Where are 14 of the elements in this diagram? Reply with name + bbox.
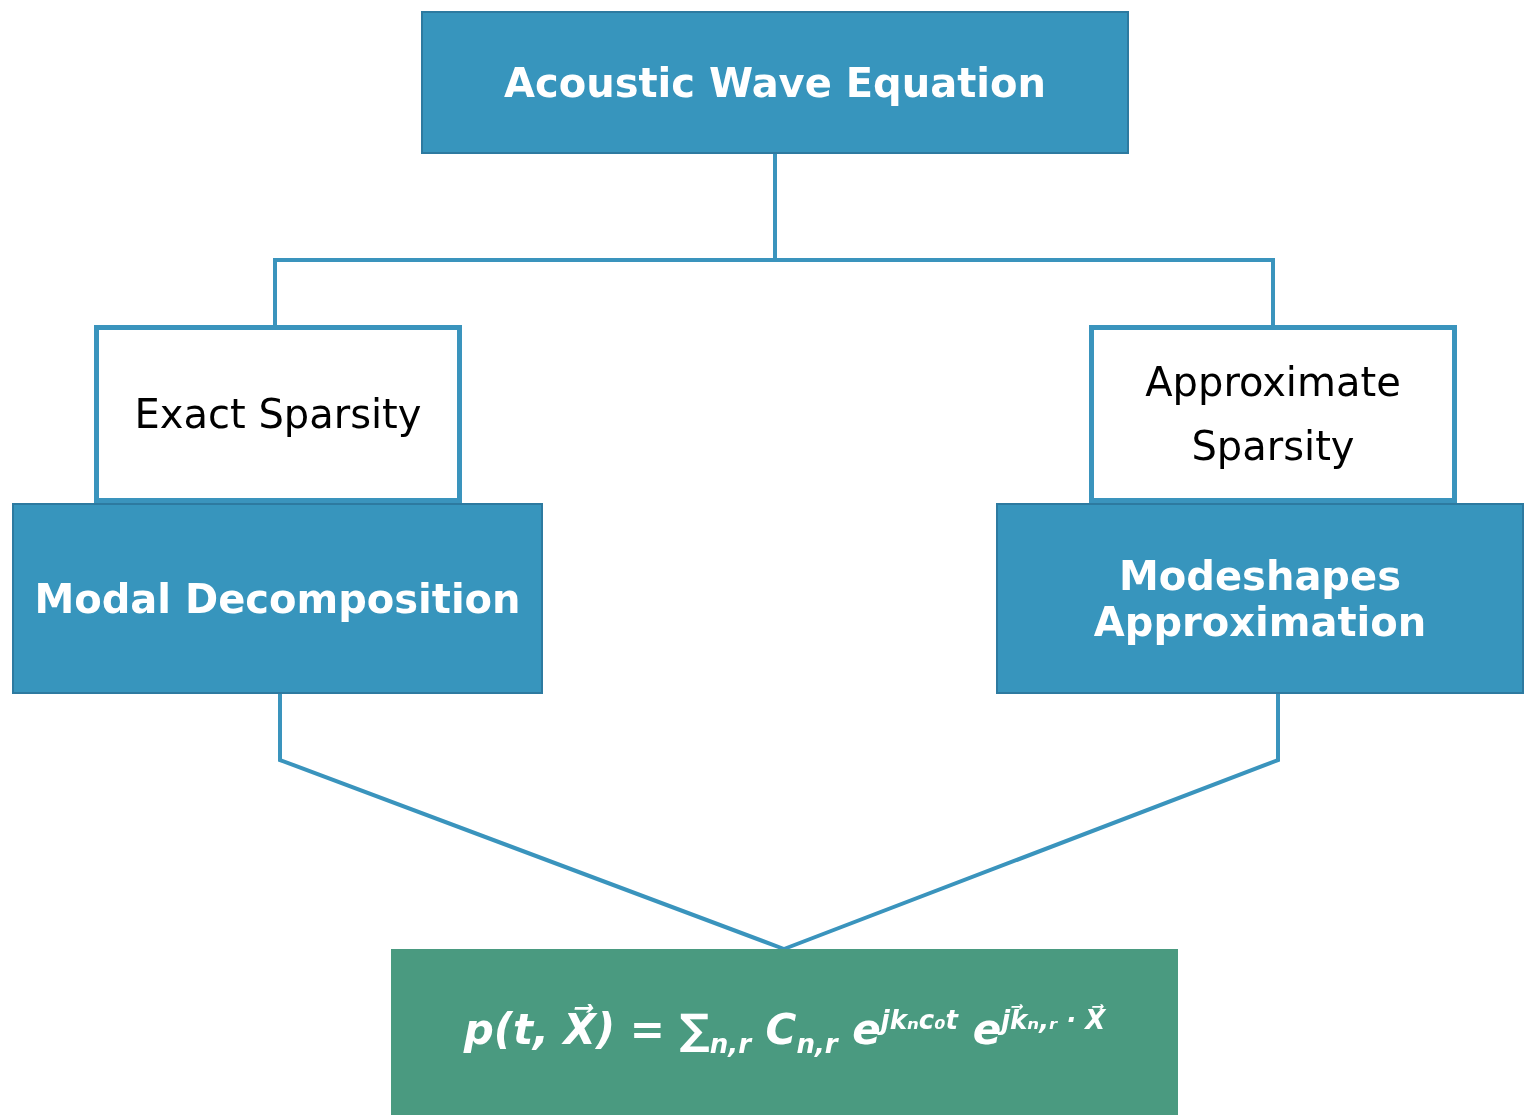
- box-label: Exact Sparsity: [133, 390, 423, 439]
- formula-text: p(t, X⃗) = ∑$_{n,r}$ C$_{n,r}$ e$^{jkₙc₀t}$ e$^{jk⃗ₙ,ᵣ · X⃗}$: [462, 1004, 1107, 1060]
- box-label: Modeshapes Approximation: [1092, 552, 1428, 645]
- formula-box: [391, 949, 1178, 1115]
- process-box: [421, 11, 1129, 154]
- category-box: [94, 325, 462, 503]
- category-box: [1089, 325, 1457, 503]
- box-label: Approximate Sparsity: [1144, 358, 1402, 471]
- process-box: [996, 503, 1524, 694]
- box-label: Modal Decomposition: [33, 575, 522, 622]
- box-label: Acoustic Wave Equation: [503, 59, 1047, 106]
- connector-line: [783, 694, 1280, 951]
- process-box: [12, 503, 543, 694]
- connector-line: [278, 694, 785, 951]
